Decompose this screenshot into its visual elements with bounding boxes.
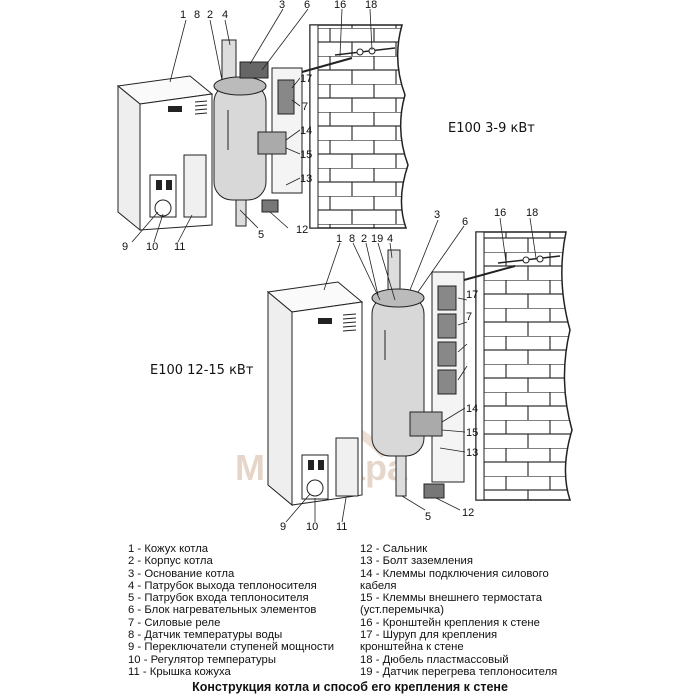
callout-2-bottom: 2 — [361, 233, 367, 245]
callout-17-bottom: 17 — [466, 289, 478, 301]
legend-item: 10 - Регулятор температуры — [128, 653, 276, 666]
legend-item: 3 - Основание котла — [128, 567, 235, 580]
callout-13-bottom: 13 — [466, 447, 478, 459]
callout-5-bottom: 5 — [425, 511, 431, 523]
legend-item: 15 - Клеммы внешнего термостата — [360, 592, 542, 605]
legend-item: кабеля — [360, 579, 397, 592]
boiler-casing-top — [116, 75, 214, 232]
boiler-casing-bottom — [266, 281, 364, 507]
callout-9-top: 9 — [122, 241, 128, 253]
callout-14-top: 14 — [300, 125, 312, 137]
callout-7-bottom: 7 — [466, 311, 472, 323]
callout-10-top: 10 — [146, 241, 158, 253]
callout-1-bottom: 1 — [336, 233, 342, 245]
legend-item: 19 - Датчик перегрева теплоносителя — [360, 665, 558, 678]
callout-11-bottom: 11 — [336, 521, 347, 533]
callout-15-top: 15 — [300, 149, 312, 161]
callout-16-bottom: 16 — [494, 207, 506, 219]
callout-18-bottom: 18 — [526, 207, 538, 219]
relays-bottom — [409, 285, 457, 499]
legend-item: 2 - Корпус котла — [128, 555, 213, 568]
boiler-construction-diagram: Мир Пара — [116, 0, 573, 533]
callout-3-bottom: 3 — [434, 209, 440, 221]
legend-item: 11 - Крышка кожуха — [128, 665, 231, 678]
legend-item: 5 - Патрубок входа теплоносителя — [128, 592, 309, 605]
legend-item: 7 - Силовые реле — [128, 616, 221, 629]
diagram-bottom: E100 12-15 кВт 1 8 2 — [150, 207, 573, 533]
callout-6-bottom: 6 — [462, 216, 468, 228]
callout-3-top: 3 — [279, 0, 285, 11]
callout-8-top: 8 — [194, 9, 200, 21]
callout-19-bottom: 19 — [371, 233, 383, 245]
callout-11-top: 11 — [174, 241, 185, 253]
legend-item: 9 - Переключатели ступеней мощности — [128, 641, 335, 654]
legend-item: 16 - Кронштейн крепления к стене — [360, 616, 540, 629]
legend-item: 4 - Патрубок выхода теплоносителя — [128, 579, 317, 592]
callout-17-top: 17 — [300, 73, 312, 85]
model-label-top: E100 3-9 кВт — [448, 121, 535, 136]
callout-15-bottom: 15 — [466, 427, 478, 439]
callout-18-top: 18 — [365, 0, 377, 11]
callout-12-top: 12 — [296, 224, 308, 236]
callout-4-bottom: 4 — [387, 233, 393, 245]
callout-12-bottom: 12 — [462, 507, 474, 519]
legend-item: 14 - Клеммы подключения силового — [360, 567, 549, 580]
callout-2-top: 2 — [207, 9, 213, 21]
legend-item: 8 - Датчик температуры воды — [128, 629, 283, 642]
legend-item: кронштейна к стене — [360, 641, 464, 654]
callout-13-top: 13 — [300, 173, 312, 185]
terminal-blocks-top — [257, 79, 295, 213]
legend-item: 6 - Блок нагревательных элементов — [128, 604, 317, 617]
wall-bottom — [475, 231, 573, 501]
callout-14-bottom: 14 — [466, 403, 478, 415]
callout-16-top: 16 — [334, 0, 346, 11]
boiler-body-top — [213, 39, 269, 227]
model-label-bottom: E100 12-15 кВт — [150, 363, 254, 378]
legend-item: 1 - Кожух котла — [128, 543, 209, 555]
callouts-top — [131, 8, 373, 243]
legend-item: (уст.перемычка) — [360, 604, 444, 617]
callout-6-top: 6 — [304, 0, 310, 11]
callout-5-top: 5 — [258, 229, 264, 241]
callout-9-bottom: 9 — [280, 521, 286, 533]
callout-1-top: 1 — [180, 9, 186, 21]
callout-4-top: 4 — [222, 9, 228, 21]
legend-item: 18 - Дюбель пластмассовый — [360, 653, 509, 666]
wall-top — [309, 24, 409, 229]
diagram-top: E100 3-9 кВт 1 8 2 4 3 6 16 18 — [116, 0, 535, 253]
legend-item: 17 - Шуруп для крепления — [360, 629, 498, 642]
figure-caption: Конструкция котла и способ его крепления… — [192, 680, 508, 694]
legend-item: 13 - Болт заземления — [360, 555, 473, 568]
legend-left-column: 1 - Кожух котла 2 - Корпус котла 3 - Осн… — [128, 543, 348, 678]
legend-right-column: 12 - Сальник 13 - Болт заземления 14 - К… — [360, 543, 620, 678]
callout-8-bottom: 8 — [349, 233, 355, 245]
callout-10-bottom: 10 — [306, 521, 318, 533]
callouts-bottom — [285, 217, 537, 523]
callout-7-top: 7 — [302, 101, 308, 113]
legend-item: 12 - Сальник — [360, 543, 428, 555]
